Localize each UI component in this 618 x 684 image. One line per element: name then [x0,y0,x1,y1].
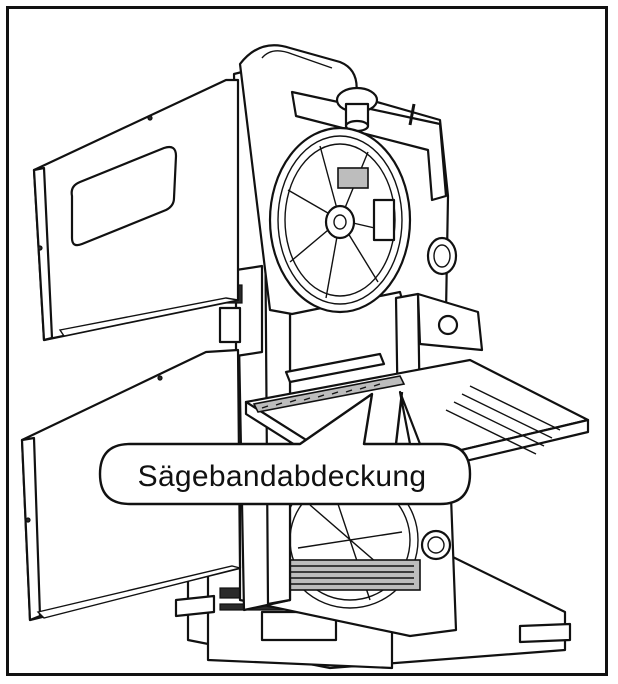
callout-label: Sägebandabdeckung [137,460,427,493]
upper-housing [238,44,458,324]
upper-door [32,78,240,342]
